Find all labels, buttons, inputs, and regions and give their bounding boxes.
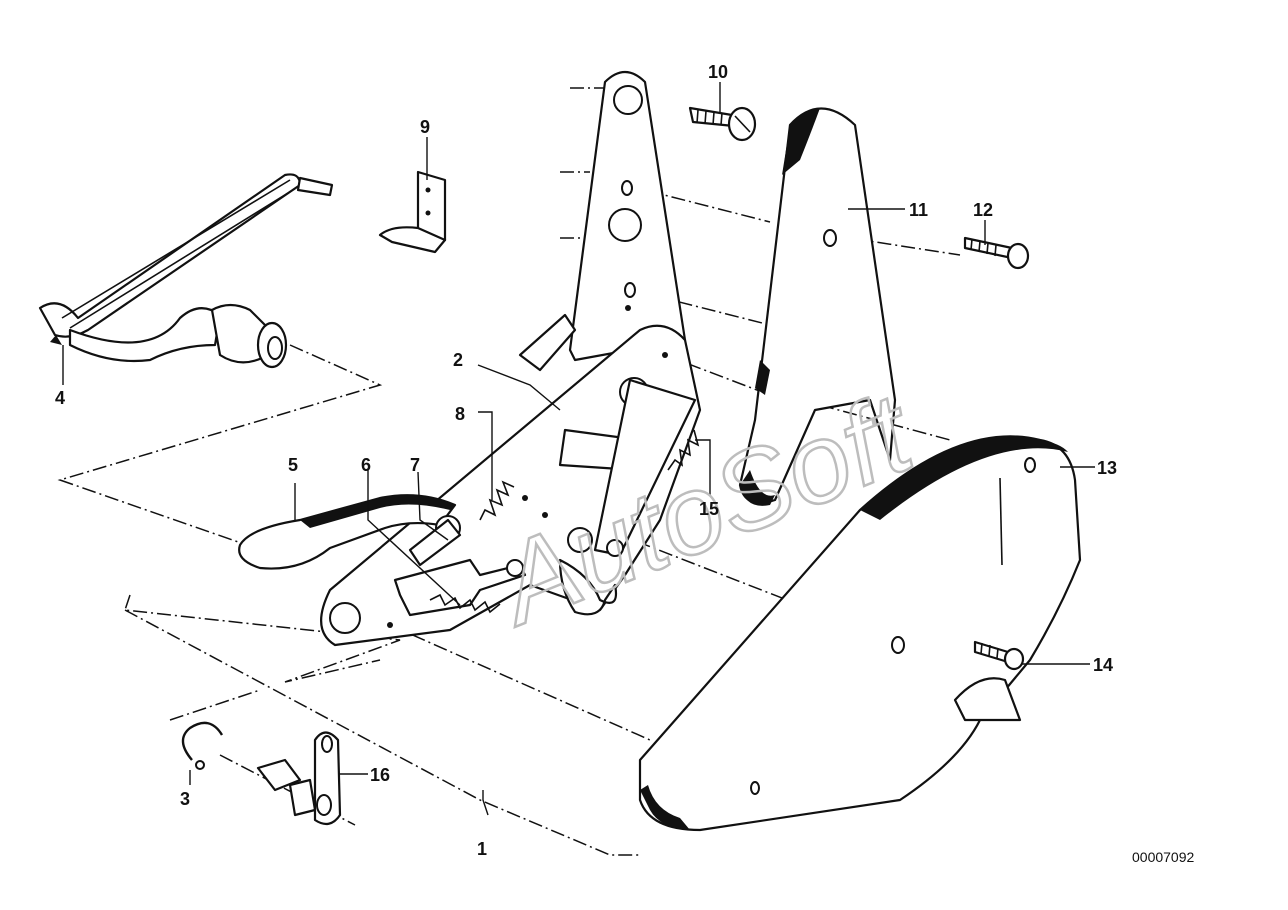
- part-3-circlip: [181, 721, 224, 770]
- springs: [429, 429, 700, 614]
- part-9-bracket: [378, 170, 447, 254]
- leader-lines: [62, 82, 1095, 816]
- backrest-arm-plate: [568, 70, 687, 362]
- part-10-screw: [688, 106, 757, 142]
- callout-12: 12: [973, 200, 993, 220]
- callout-labels: 1 2 3 4 5 6 7 8 9 10 11 12 13 14 15 16: [55, 62, 1117, 859]
- part-13-side-trim: [638, 435, 1082, 832]
- callout-8: 8: [455, 404, 465, 424]
- callout-3: 3: [180, 789, 190, 809]
- callout-5: 5: [288, 455, 298, 475]
- document-number: 00007092: [1132, 849, 1195, 865]
- part-5-handle: [238, 494, 457, 570]
- part-4-release-cable: [38, 173, 334, 369]
- callout-2: 2: [453, 350, 463, 370]
- part-12-screw: [963, 236, 1030, 270]
- callout-4: 4: [55, 388, 65, 408]
- callout-11: 11: [909, 200, 928, 220]
- part-14-screw: [973, 640, 1025, 671]
- callout-13: 13: [1097, 458, 1117, 478]
- linkage-arm: [558, 378, 697, 616]
- part-6-7-pawl: [393, 515, 527, 617]
- callout-7: 7: [410, 455, 420, 475]
- callout-15: 15: [699, 499, 719, 519]
- part-11-backrest-cover: [738, 107, 897, 506]
- callout-14: 14: [1093, 655, 1113, 675]
- part-16-pivot-pin: [256, 731, 342, 826]
- callout-9: 9: [420, 117, 430, 137]
- callout-6: 6: [361, 455, 371, 475]
- callout-16: 16: [370, 765, 390, 785]
- callout-10: 10: [708, 62, 728, 82]
- callout-1: 1: [477, 839, 487, 859]
